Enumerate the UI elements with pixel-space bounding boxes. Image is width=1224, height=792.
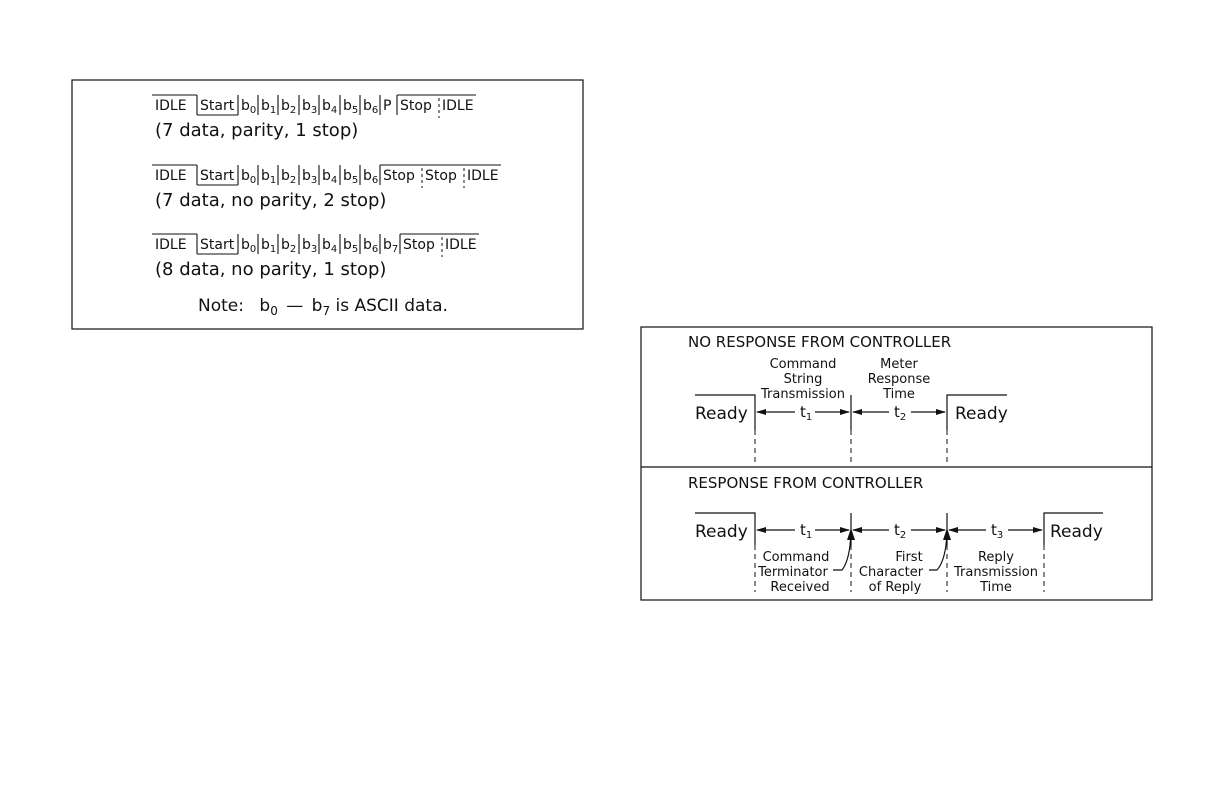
- ready-right-waveform: [946, 394, 1007, 430]
- frame-cell-label: b6: [363, 237, 378, 255]
- response-t1-label: t1: [800, 521, 812, 541]
- frame-cell-label: b5: [343, 237, 358, 255]
- command-string-label-line-1: Command: [770, 357, 837, 372]
- note-suffix: is ASCII data.: [335, 296, 447, 316]
- response-section: RESPONSE FROM CONTROLLER Ready Ready t1 …: [688, 474, 1103, 595]
- frame-row: IDLE Start b0 b1 b2 b3 b4 b5 b6 Stop Stop IDLE (7 da…: [152, 164, 501, 211]
- note-start-sub: 0: [270, 304, 278, 318]
- frame-cell-label: Stop: [425, 168, 457, 184]
- frame-cell-label: b4: [322, 237, 337, 255]
- meter-response-label-line-1: Meter: [880, 357, 918, 372]
- t2-label: t2: [894, 403, 906, 423]
- frame-cell-label: IDLE: [155, 98, 187, 114]
- frame-format-border: [71, 79, 584, 330]
- frame-cell-label: Stop: [403, 237, 435, 253]
- frame-cell-label: b6: [363, 168, 378, 186]
- frame-cell-label: b2: [281, 168, 296, 186]
- reply-transmission-label-line-3: Time: [979, 580, 1012, 595]
- response-ready-right-label: Ready: [1050, 522, 1103, 542]
- frame-cell-label: b6: [363, 98, 378, 116]
- frame-cell-label: Start: [200, 168, 235, 184]
- frame-row: IDLE Start b0 b1 b2 b3 b4 b5 b6 P Stop IDLE (7 data,…: [152, 94, 476, 141]
- first-character-label-line-1: First: [895, 550, 922, 565]
- note-line: Note: b0 — b7 is ASCII data.: [198, 296, 448, 320]
- meter-response-label-line-3: Time: [882, 387, 915, 402]
- response-ready-left-label: Ready: [695, 522, 748, 542]
- first-character-label-line-2: Character: [859, 565, 924, 580]
- no-response-title: NO RESPONSE FROM CONTROLLER: [688, 333, 951, 351]
- t1-label: t1: [800, 403, 812, 423]
- first-character-arrowhead: [943, 528, 951, 540]
- note-end-base: b: [312, 296, 323, 316]
- frame-cell-label: Stop: [383, 168, 415, 184]
- frame-cell-label: b2: [281, 237, 296, 255]
- frame-cell-label: b1: [261, 168, 276, 186]
- frame-caption: (8 data, no parity, 1 stop): [155, 259, 386, 280]
- no-response-section: NO RESPONSE FROM CONTROLLER Command Stri…: [688, 333, 1008, 464]
- frame-cell-label: Start: [200, 237, 235, 253]
- ready-left-label: Ready: [695, 404, 748, 424]
- note-prefix: Note:: [198, 296, 244, 316]
- frame-cell-label: b2: [281, 98, 296, 116]
- command-string-label-line-3: Transmission: [760, 387, 845, 402]
- frame-cell-label: b3: [302, 237, 317, 255]
- response-t3-label: t3: [991, 521, 1003, 541]
- note-start-base: b: [259, 296, 270, 316]
- response-ready-right-waveform: [1043, 512, 1103, 545]
- frame-cell-label: b3: [302, 98, 317, 116]
- frame-cell-label: b5: [343, 98, 358, 116]
- frame-cell-label: b4: [322, 98, 337, 116]
- frame-row: IDLE Start b0 b1 b2 b3 b4 b5 b6 b7 Stop IDLE (8 data…: [152, 233, 479, 280]
- frame-cell-label: IDLE: [445, 237, 477, 253]
- frame-cell-label: b4: [322, 168, 337, 186]
- timing-panel: NO RESPONSE FROM CONTROLLER Command Stri…: [640, 326, 1153, 601]
- frame-cell-label: P: [383, 98, 391, 114]
- frame-cell-label: b1: [261, 237, 276, 255]
- first-character-label-line-3: of Reply: [869, 580, 922, 595]
- command-terminator-arrowhead: [847, 528, 855, 540]
- command-terminator-label-line-2: Terminator: [757, 565, 828, 580]
- frame-cell-label: b3: [302, 168, 317, 186]
- frame-caption: (7 data, parity, 1 stop): [155, 120, 358, 141]
- command-terminator-label-line-3: Received: [770, 580, 829, 595]
- response-title: RESPONSE FROM CONTROLLER: [688, 474, 923, 492]
- note-dash: —: [286, 296, 303, 316]
- frame-cell-label: IDLE: [155, 237, 187, 253]
- reply-transmission-label-line-2: Transmission: [953, 565, 1038, 580]
- frame-cell-label: Start: [200, 98, 235, 114]
- frame-cell-label: Stop: [400, 98, 432, 114]
- frame-caption: (7 data, no parity, 2 stop): [155, 190, 386, 211]
- frame-cell-label: IDLE: [155, 168, 187, 184]
- frame-cell-label: IDLE: [467, 168, 499, 184]
- ready-left-waveform: [695, 394, 756, 430]
- command-string-label-line-2: String: [784, 372, 823, 387]
- frame-cell-label: b0: [241, 98, 256, 116]
- frame-cell-label: b5: [343, 168, 358, 186]
- ready-right-label: Ready: [955, 404, 1008, 424]
- response-ready-left-waveform: [695, 512, 756, 545]
- frame-cell-label: b0: [241, 168, 256, 186]
- meter-response-label-line-2: Response: [868, 372, 930, 387]
- command-terminator-label-line-1: Command: [763, 550, 830, 565]
- frame-cell-label: b1: [261, 98, 276, 116]
- reply-transmission-label-line-1: Reply: [978, 550, 1014, 565]
- frame-cell-label: IDLE: [442, 98, 474, 114]
- frame-cell-label: b7: [383, 237, 398, 255]
- response-t2-label: t2: [894, 521, 906, 541]
- timing-border: [640, 326, 1153, 601]
- frame-cell-label: b0: [241, 237, 256, 255]
- note-end-sub: 7: [322, 304, 330, 318]
